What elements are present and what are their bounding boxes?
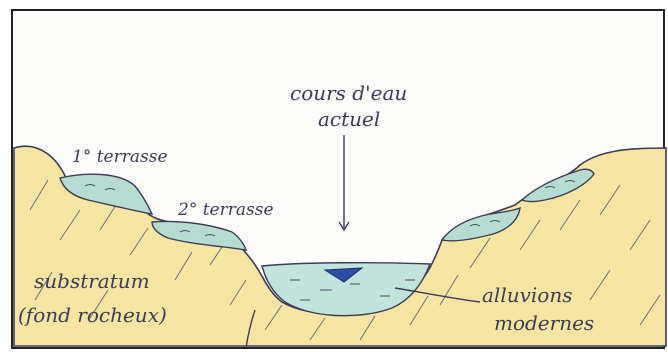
label-alluvium-line1: alluvions	[482, 283, 572, 307]
label-terrace-2: 2° terrasse	[177, 200, 274, 220]
label-current-river-line1: cours d'eau	[290, 81, 407, 105]
label-terrace-1: 1° terrasse	[72, 147, 168, 167]
label-alluvium-line2: modernes	[494, 311, 594, 335]
label-current-river-line2: actuel	[318, 107, 380, 131]
label-substratum-line1: substratum	[34, 269, 150, 293]
label-substratum-line2: (fond rocheux)	[18, 303, 167, 327]
